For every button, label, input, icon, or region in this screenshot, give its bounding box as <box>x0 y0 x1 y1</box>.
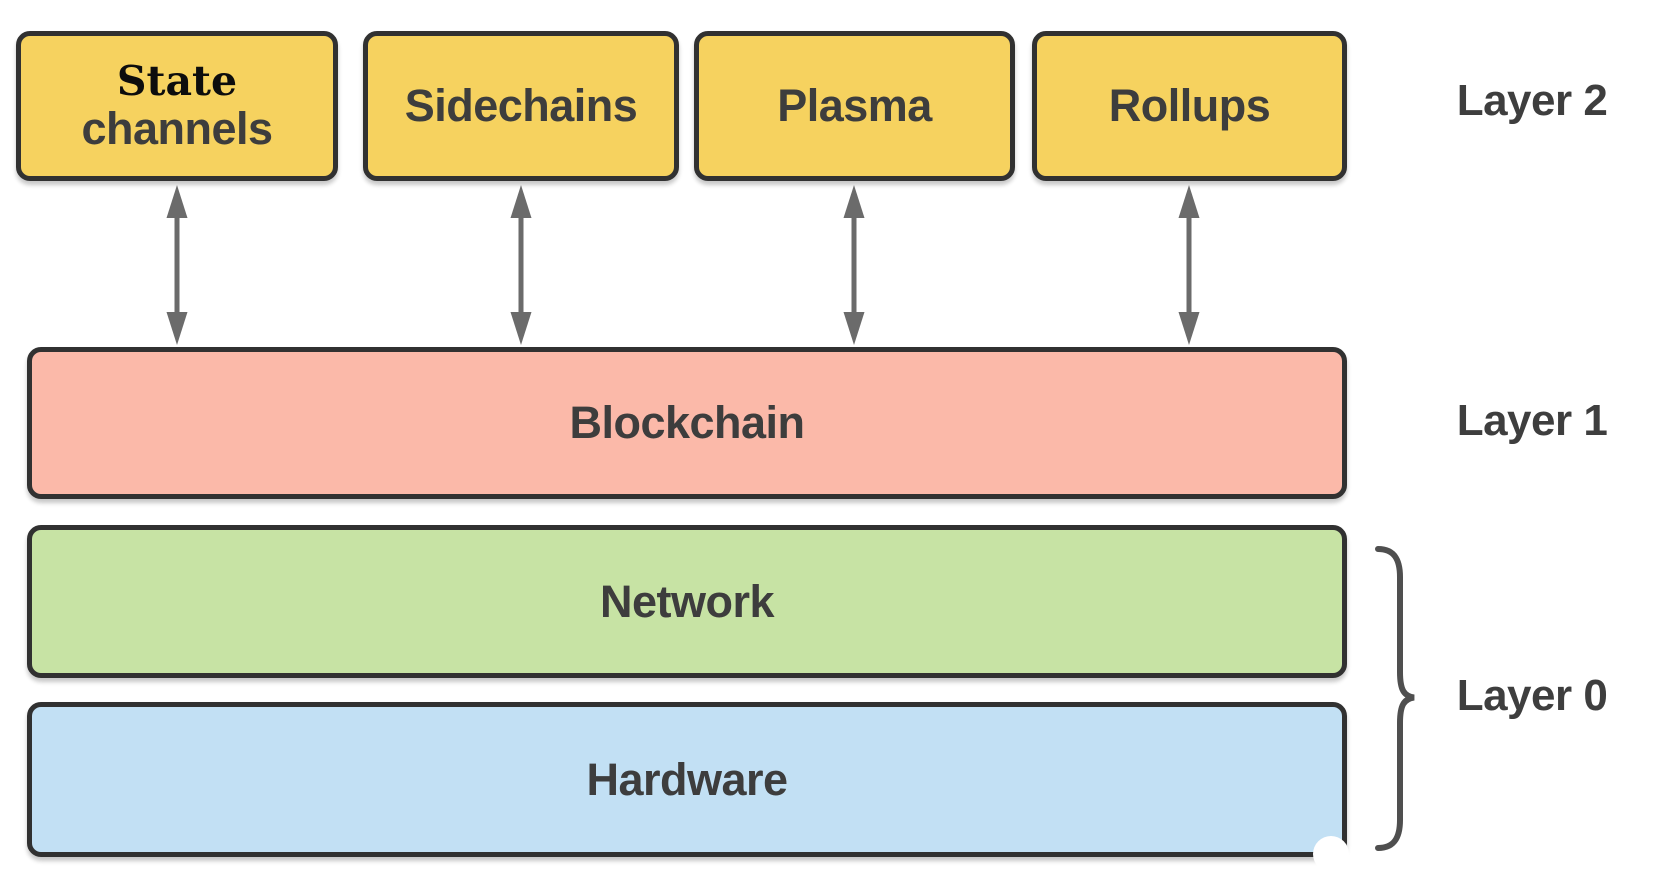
blockchain-box: Blockchain <box>27 347 1347 499</box>
double-arrow-icon <box>843 185 865 345</box>
hardware-box: Hardware <box>27 702 1347 857</box>
blockchain-label: Blockchain <box>569 397 805 449</box>
layer-0-label: Layer 0 <box>1456 671 1608 720</box>
double-arrow-icon <box>166 185 188 345</box>
state-channels-label: State channels <box>81 56 273 154</box>
layer-2-label: Layer 2 <box>1456 76 1608 125</box>
sidechains-label: Sidechains <box>404 80 638 132</box>
layer-1-label: Layer 1 <box>1456 396 1608 445</box>
curly-brace-icon <box>1375 546 1415 851</box>
double-arrow-icon <box>510 185 532 345</box>
sidechains-box: Sidechains <box>363 31 679 181</box>
plasma-box: Plasma <box>694 31 1015 181</box>
state-channels-label-line1: State <box>116 56 238 105</box>
plasma-label: Plasma <box>777 80 932 132</box>
network-box: Network <box>27 525 1347 678</box>
rollups-box: Rollups <box>1032 31 1347 181</box>
network-label: Network <box>599 575 775 627</box>
state-channels-box: State channels <box>16 31 338 181</box>
rollups-label: Rollups <box>1108 80 1271 132</box>
state-channels-label-line2: channels <box>81 102 273 154</box>
watermark-notch <box>1313 836 1349 872</box>
hardware-label: Hardware <box>586 753 788 805</box>
double-arrow-icon <box>1178 185 1200 345</box>
